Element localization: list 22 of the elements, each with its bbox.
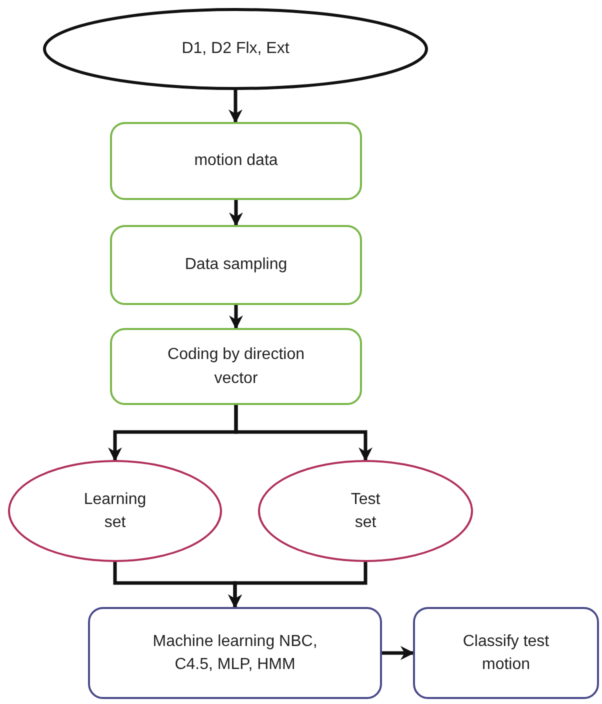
arrow <box>229 200 243 226</box>
process-box <box>110 122 362 200</box>
node-label: Test set <box>350 490 382 533</box>
node-label: Data sampling <box>184 255 288 276</box>
arrow <box>234 405 372 462</box>
arrow <box>228 562 368 608</box>
node-label: Coding by direction vector <box>166 345 306 388</box>
process-box <box>110 328 362 405</box>
node-label: D1, D2 Flx, Ext <box>182 39 290 60</box>
node-label: Learning set <box>82 490 148 533</box>
data-ellipse <box>258 460 473 562</box>
node-label: Machine learning NBC, C4.5, MLP, HMM <box>152 632 318 675</box>
node-label: Classify test motion <box>462 632 550 675</box>
start-ellipse <box>43 8 428 90</box>
node-label: motion data <box>194 151 278 172</box>
data-ellipse <box>8 460 222 562</box>
arrow <box>229 305 243 330</box>
arrow <box>382 646 414 660</box>
process-box <box>88 607 382 699</box>
process-box <box>413 607 599 699</box>
arrow <box>228 90 242 124</box>
process-box <box>110 225 362 305</box>
